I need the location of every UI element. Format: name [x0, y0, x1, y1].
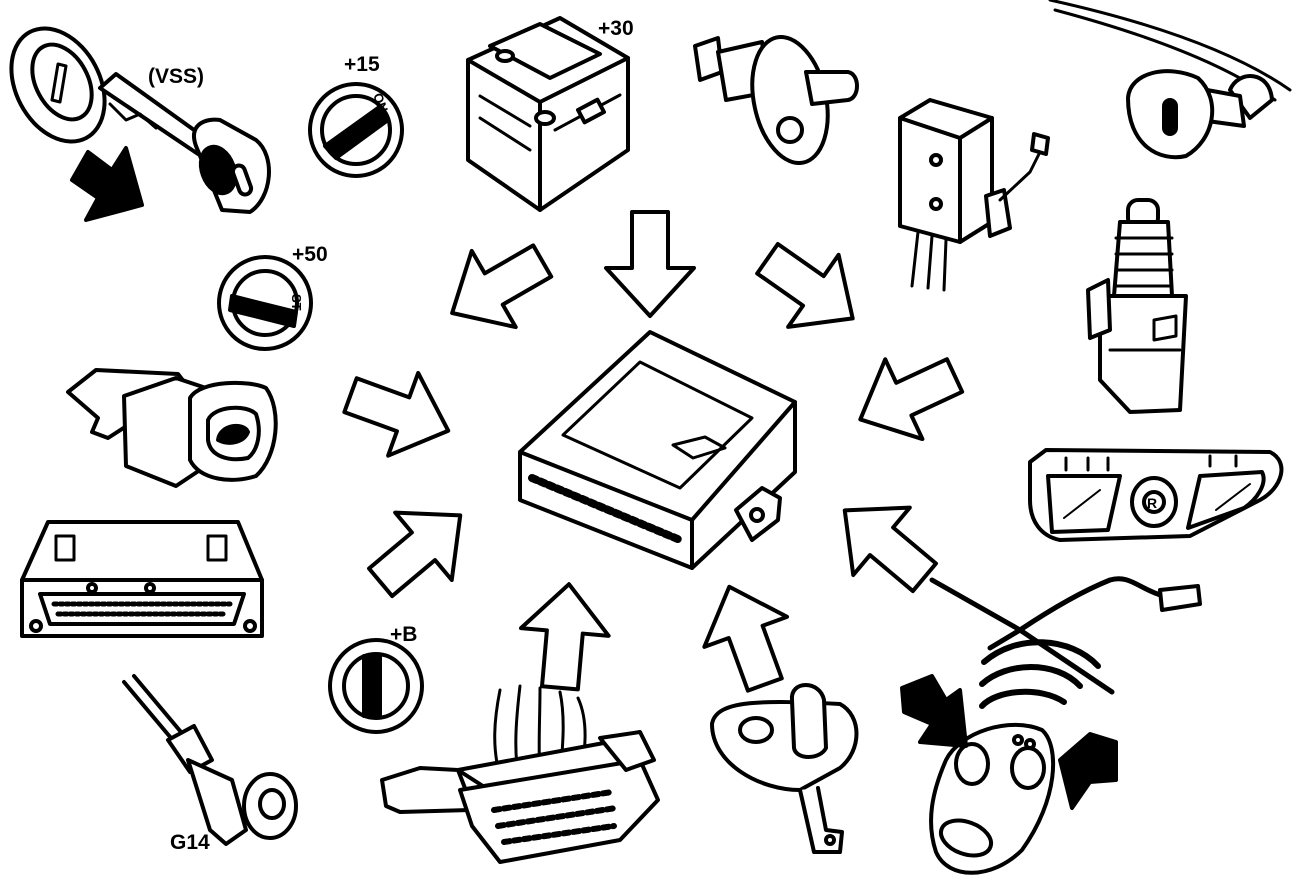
label-plus30: +30 [598, 17, 634, 40]
signal-arrows [342, 210, 965, 693]
label-plusB: +B [390, 623, 418, 646]
label-vss: (VSS) [148, 65, 205, 88]
diagnostic-connector-icon [380, 684, 660, 864]
steering-lock-icon [1048, 0, 1292, 160]
ignition-switch-on-icon [308, 82, 404, 178]
bonnet-switch-icon [1086, 198, 1188, 414]
label-plus50: +50 [292, 243, 328, 266]
arrow-from-interior-light [842, 505, 939, 594]
arrow-from-diagnostic-connector [518, 582, 611, 692]
arrow-from-boot-lock [342, 370, 451, 458]
engine-ecu-icon [20, 520, 264, 638]
door-switch-icon [693, 34, 859, 166]
central-locking-switch-icon [1028, 448, 1284, 542]
lock-cylinder-icon [9, 26, 107, 144]
label-plus15: +15 [344, 53, 380, 76]
st-mark: ST [289, 294, 304, 311]
interior-light-switch-icon [710, 683, 859, 854]
tilt-sensor-icon [898, 98, 1050, 292]
ignition-switch-start-icon [217, 255, 313, 351]
arrow-from-battery [604, 210, 696, 318]
arrow-from-engine-ecu [366, 510, 463, 599]
remote-key-fob-icon [900, 639, 1118, 875]
on-mark: ON [370, 91, 391, 114]
label-g14: G14 [170, 831, 210, 854]
central-control-unit [518, 330, 797, 570]
arrow-from-lock-switch [858, 357, 965, 442]
arrow-from-ignition-15 [450, 243, 554, 330]
battery-icon [466, 16, 630, 212]
boot-lock-icon [66, 368, 278, 488]
remote-r-mark: R [1147, 495, 1157, 511]
key-icon [98, 72, 271, 214]
arrow-from-door-switch [755, 241, 855, 329]
battery-feed-switch-icon [328, 638, 424, 734]
arrow-from-bonnet-switch [702, 584, 790, 693]
wiring-harness-icon [929, 576, 1202, 695]
insert-arrow-icon [70, 146, 144, 222]
ground-terminal-icon [122, 674, 298, 846]
